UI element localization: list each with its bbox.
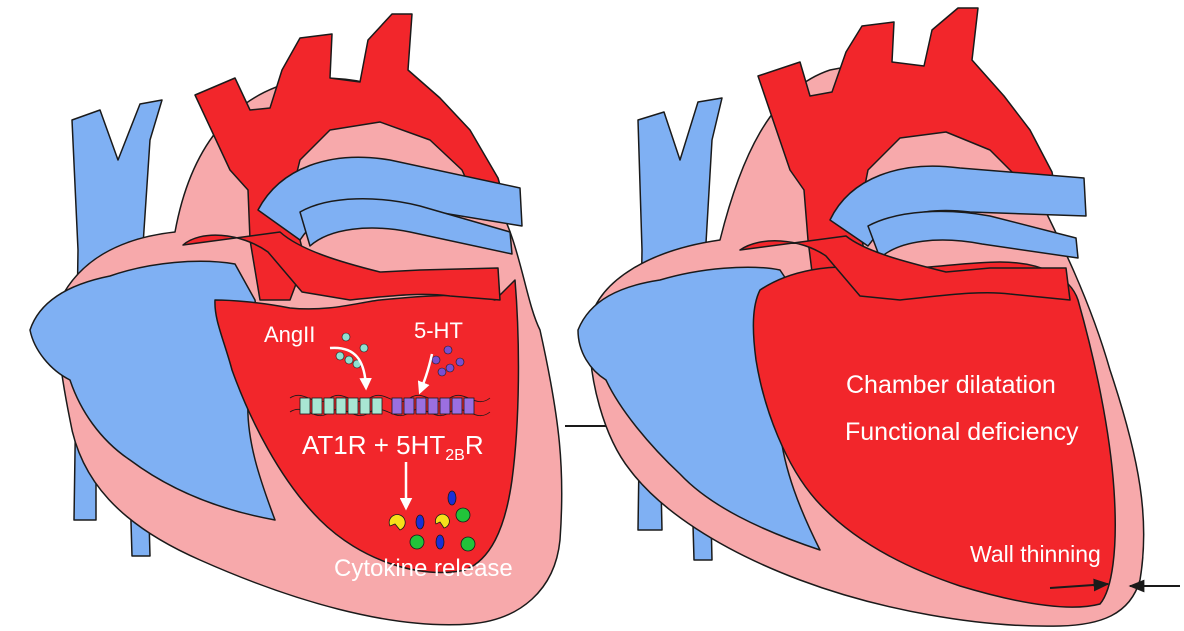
label-receptors-subscript: 2B <box>445 447 465 464</box>
at1r-receptor <box>300 398 382 414</box>
label-5ht: 5-HT <box>414 318 463 343</box>
left-heart <box>30 14 562 625</box>
label-cytokine-release: Cytokine release <box>334 555 513 582</box>
label-wall-thinning: Wall thinning <box>970 541 1101 567</box>
label-functional-deficiency: Functional deficiency <box>845 418 1079 446</box>
label-angII: AngII <box>264 322 315 347</box>
label-receptors-suffix: R <box>465 430 484 460</box>
ht2b-receptor <box>392 398 474 414</box>
right-heart <box>578 8 1144 626</box>
label-chamber-dilatation: Chamber dilatation <box>846 371 1056 399</box>
label-receptors-prefix: AT1R + 5HT <box>302 430 445 460</box>
